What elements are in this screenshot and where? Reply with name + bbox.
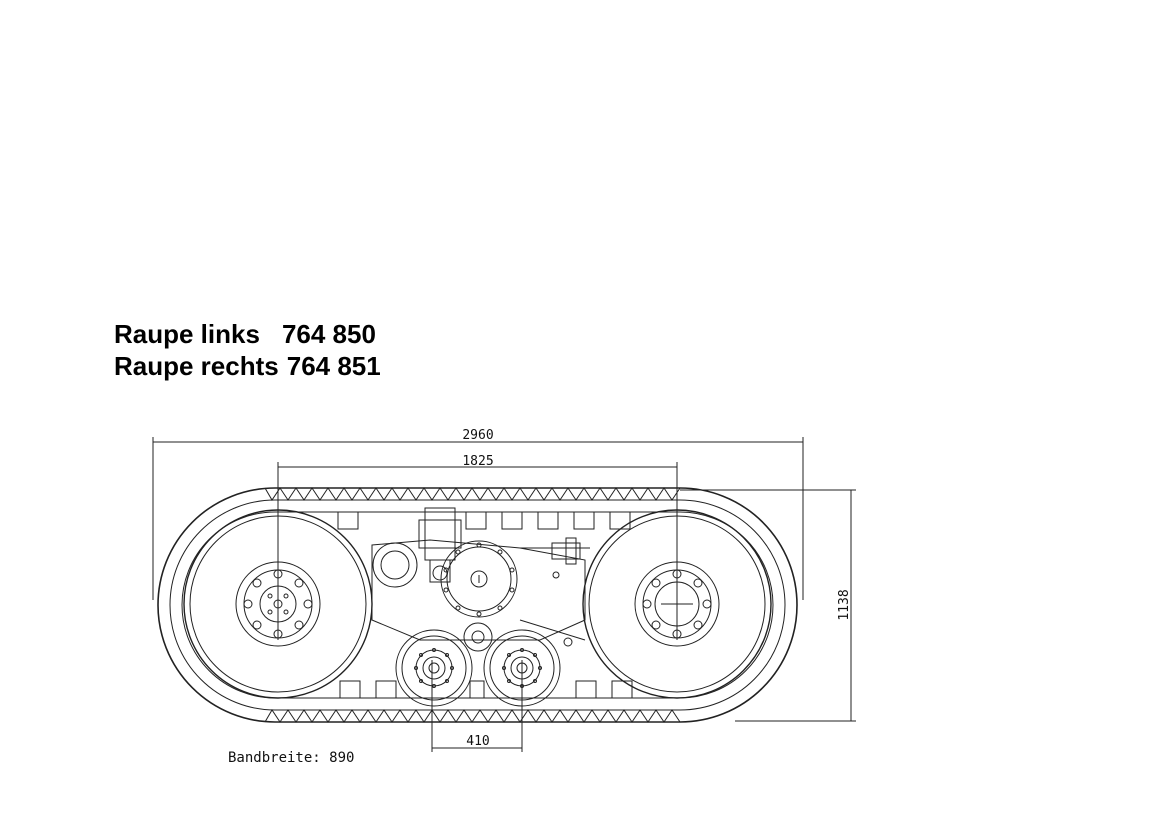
dimension-height <box>680 489 856 722</box>
track-width-note: Bandbreite: 890 <box>228 750 354 766</box>
title-left-label: Raupe links <box>114 319 260 349</box>
dim-text-wheel-distance: 1825 <box>462 454 493 469</box>
right-drive-wheel <box>582 509 772 699</box>
center-roller <box>463 622 493 652</box>
track-chain <box>157 487 798 723</box>
track-links-bottom <box>339 680 633 699</box>
support-roller-left <box>395 629 473 707</box>
support-roller-right <box>483 629 561 707</box>
dim-text-roller-spacing: 410 <box>466 734 489 749</box>
title-left-number: 764 850 <box>281 319 376 349</box>
track-links-top <box>337 511 631 530</box>
hydraulic-motor <box>372 507 462 588</box>
dim-text-overall-length: 2960 <box>462 428 493 443</box>
dimension-overall-length <box>152 437 804 600</box>
track-width-label: Bandbreite: <box>228 750 321 766</box>
planetary-gear <box>440 540 518 618</box>
track-frame <box>371 539 590 641</box>
title-line-left: Raupe links 764 850 <box>114 318 381 350</box>
dim-text-height: 1138 <box>837 589 852 620</box>
title-right-label: Raupe rechts <box>114 351 279 381</box>
title-right-number: 764 851 <box>286 351 381 381</box>
tension-cylinder <box>551 537 581 647</box>
track-width-value: 890 <box>329 750 355 766</box>
